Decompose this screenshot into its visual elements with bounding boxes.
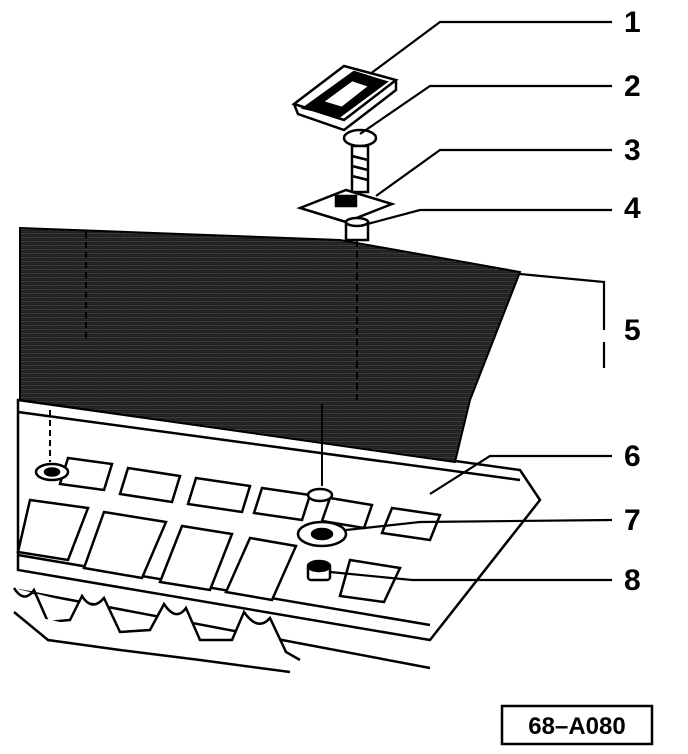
floor-mat bbox=[19, 226, 522, 464]
reference-code: 68–A080 bbox=[528, 713, 625, 740]
callout-7: 7 bbox=[624, 504, 641, 537]
callout-3: 3 bbox=[624, 134, 641, 167]
callout-6: 6 bbox=[624, 440, 641, 473]
callout-labels: 1 2 3 4 5 6 7 8 bbox=[624, 6, 641, 597]
callout-8: 8 bbox=[624, 564, 641, 597]
panel-recesses bbox=[16, 456, 442, 604]
corrugated-edge bbox=[12, 587, 301, 674]
callout-2: 2 bbox=[624, 70, 641, 103]
left-mount-hole bbox=[34, 462, 70, 482]
callout-5: 5 bbox=[624, 314, 641, 347]
reference-box: 68–A080 bbox=[500, 704, 654, 746]
callout-4: 4 bbox=[624, 192, 641, 225]
screw-head bbox=[342, 128, 378, 148]
leader-lines bbox=[84, 20, 613, 582]
callout-1: 1 bbox=[624, 6, 641, 39]
fastener-assembly bbox=[291, 64, 399, 486]
